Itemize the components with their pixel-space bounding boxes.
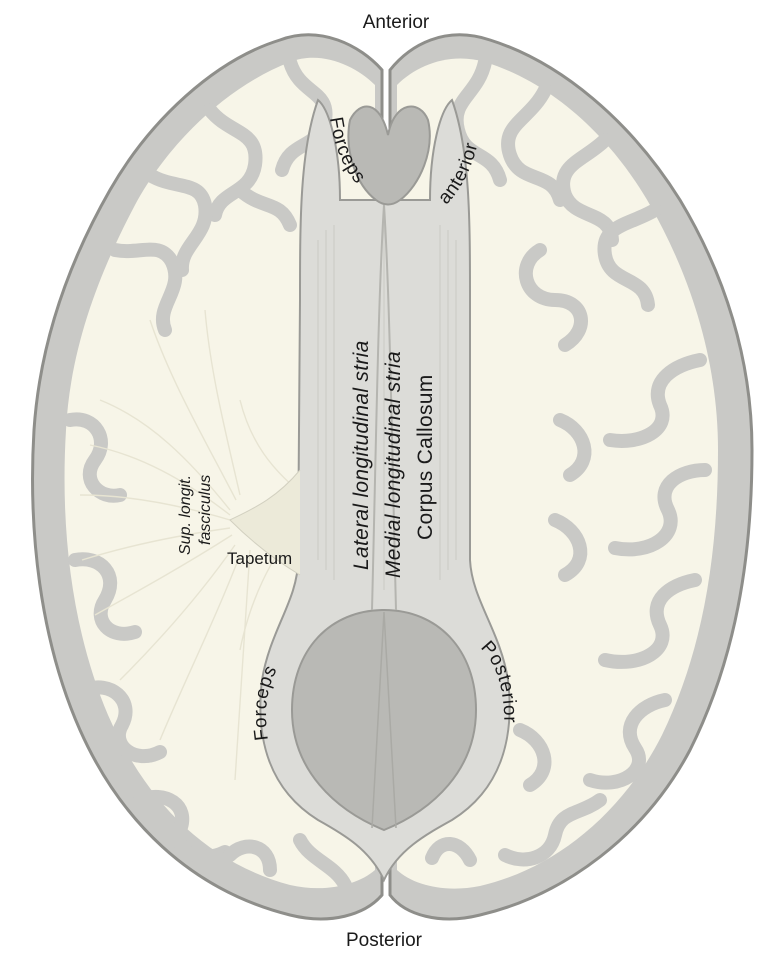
medial-longitudinal-stria-label: Medial longitudinal stria (382, 351, 405, 578)
genu-notch (347, 105, 431, 206)
corpus-callosum-label: Corpus Callosum (414, 374, 437, 540)
cortical-gyri (63, 55, 712, 892)
tapetum-label: Tapetum (227, 549, 292, 568)
sup-longit-label: Sup. longit. (177, 475, 194, 555)
fasciculus-label: fasciculus (197, 475, 214, 545)
tapetum-band (229, 469, 301, 576)
corpus-callosum (259, 98, 511, 883)
posterior-ventricle (290, 608, 478, 832)
lateral-longitudinal-stria-label: Lateral longitudinal stria (350, 340, 373, 570)
anterior-label: Anterior (363, 12, 430, 33)
posterior-label: Posterior (346, 930, 423, 948)
